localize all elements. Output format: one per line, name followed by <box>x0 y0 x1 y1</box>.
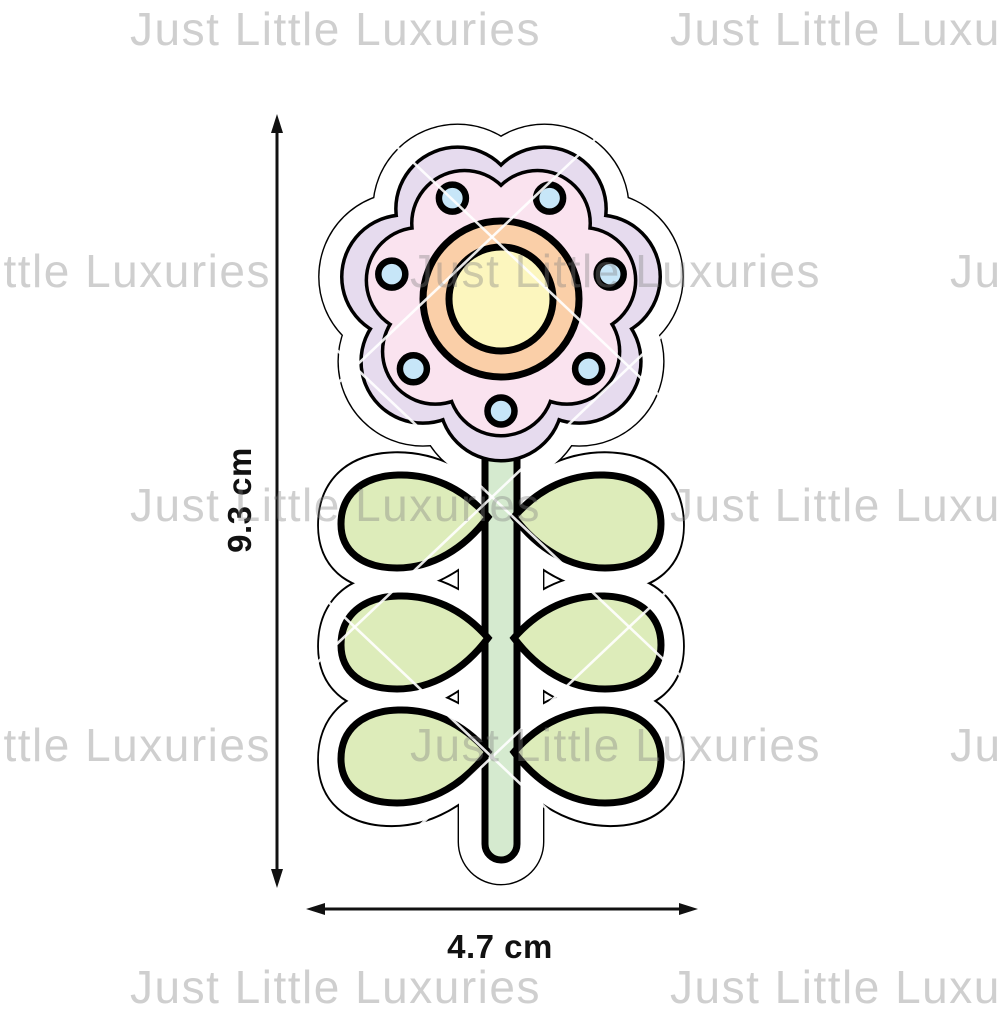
dimension-arrow-horizontal <box>306 903 698 915</box>
width-dimension-label: 4.7 cm <box>447 928 553 965</box>
watermark-cross-lines <box>301 56 683 938</box>
dimension-arrow-vertical <box>271 114 283 888</box>
height-dimension-label: 9.3 cm <box>221 447 258 553</box>
